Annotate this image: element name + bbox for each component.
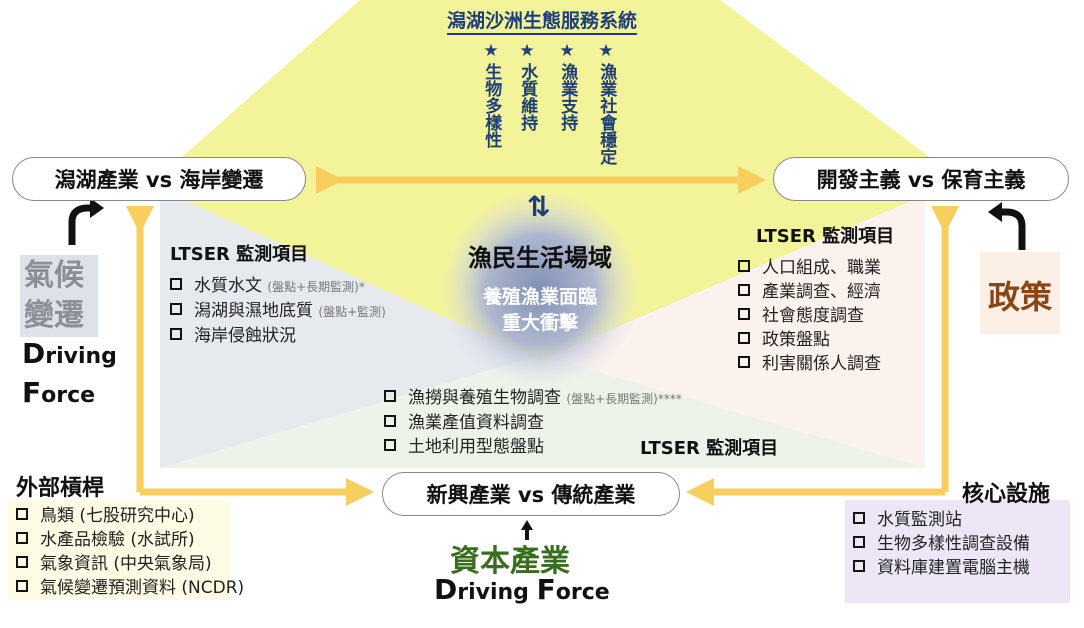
list-item: 土地利用型態盤點 [384, 435, 682, 459]
checkbox-icon [170, 303, 182, 315]
checkbox-icon [16, 508, 28, 520]
checkbox-icon [853, 560, 865, 572]
center-heading: 漁民生活場域 [468, 244, 612, 272]
checkbox-icon [738, 308, 750, 320]
node-development-vs-conservation: 開發主義 vs 保育主義 [773, 157, 1069, 201]
climate-curved-arrow-icon [68, 204, 92, 245]
checkbox-icon [738, 356, 750, 368]
list-item: 海岸侵蝕狀況 [170, 324, 386, 348]
node-emerging-vs-traditional: 新興產業 vs 傳統產業 [382, 472, 680, 516]
capital-industry-label: 資本產業 [450, 544, 570, 579]
external-leverage-panel: 外部槓桿 鳥類 (七股研究中心) 水產品檢驗 (水試所) 氣象資訊 (中央氣象局… [16, 470, 244, 600]
ltser-left-panel: LTSER 監測項目 水質水文 (盤點+長期監測)* 潟湖與濕地底質 (盤點+監… [170, 240, 386, 348]
checkbox-icon [170, 328, 182, 340]
checkbox-icon [170, 278, 182, 290]
climate-change-label: 氣候變遷 [24, 258, 84, 333]
policy-label: 政策 [988, 278, 1053, 316]
checkbox-icon [16, 532, 28, 544]
ltser-right-heading: LTSER 監測項目 [756, 226, 895, 247]
node-lagoon-vs-coast: 潟湖產業 vs 海岸變遷 [12, 157, 306, 201]
list-item: 政策盤點 [738, 328, 894, 352]
core-heading: 核心設施 [962, 482, 1051, 507]
list-item: 產業調查、經濟 [738, 280, 894, 304]
checkbox-icon [738, 284, 750, 296]
list-item: 人口組成、職業 [738, 256, 894, 280]
center-subtext: 養殖漁業面臨重大衝擊 [482, 286, 597, 334]
list-item: 水質監測站 [853, 508, 1030, 532]
ltser-bottom-heading: LTSER 監測項目 [640, 438, 779, 459]
list-item: 利害關係人調查 [738, 352, 894, 376]
list-item: 鳥類 (七股研究中心) [16, 504, 244, 528]
checkbox-icon [738, 332, 750, 344]
list-item: 社會態度調查 [738, 304, 894, 328]
climate-driving-force: Driving Force [22, 337, 117, 409]
list-item: 水質水文 (盤點+長期監測)* [170, 274, 386, 299]
list-item: 氣候變遷預測資料 (NCDR) [16, 576, 244, 600]
service-fishery-social-stability: ★漁業社會穩定 [596, 41, 617, 165]
checkbox-icon [384, 415, 396, 427]
list-item: 潟湖與濕地底質 (盤點+監測) [170, 299, 386, 324]
capital-driving-force: Driving Force [434, 573, 610, 606]
external-heading: 外部槓桿 [16, 476, 105, 501]
checkbox-icon [384, 390, 396, 402]
list-item: 氣象資訊 (中央氣象局) [16, 552, 244, 576]
service-biodiversity: ★生物多樣性 [481, 41, 502, 148]
ltser-left-heading: LTSER 監測項目 [170, 244, 309, 265]
center-glow [440, 190, 640, 390]
service-fishery-support: ★漁業支持 [557, 41, 578, 131]
checkbox-icon [16, 556, 28, 568]
diagram-title: 潟湖沙洲生態服務系統 [0, 6, 1084, 35]
checkbox-icon [738, 260, 750, 272]
list-item: 水產品檢驗 (水試所) [16, 528, 244, 552]
checkbox-icon [384, 439, 396, 451]
ltser-right-panel: LTSER 監測項目 人口組成、職業 產業調查、經濟 社會態度調查 政策盤點 利… [738, 222, 894, 376]
ltser-bottom-panel: 漁撈與養殖生物調查 (盤點+長期監測)**** 漁業產值資料調查 土地利用型態盤… [384, 386, 682, 459]
list-item: 資料庫建置電腦主機 [853, 556, 1030, 580]
bottom-region [160, 355, 925, 468]
checkbox-icon [853, 512, 865, 524]
list-item: 漁業產值資料調查 [384, 411, 682, 435]
policy-curved-arrow-icon [1000, 208, 1026, 250]
service-water-quality: ★水質維持 [517, 41, 538, 131]
exchange-arrow-icon: ⇅ [527, 190, 551, 223]
list-item: 漁撈與養殖生物調查 (盤點+長期監測)**** [384, 386, 682, 411]
list-item: 生物多樣性調查設備 [853, 532, 1030, 556]
core-facilities-panel: 水質監測站 生物多樣性調查設備 資料庫建置電腦主機 [853, 508, 1030, 580]
checkbox-icon [16, 580, 28, 592]
checkbox-icon [853, 536, 865, 548]
